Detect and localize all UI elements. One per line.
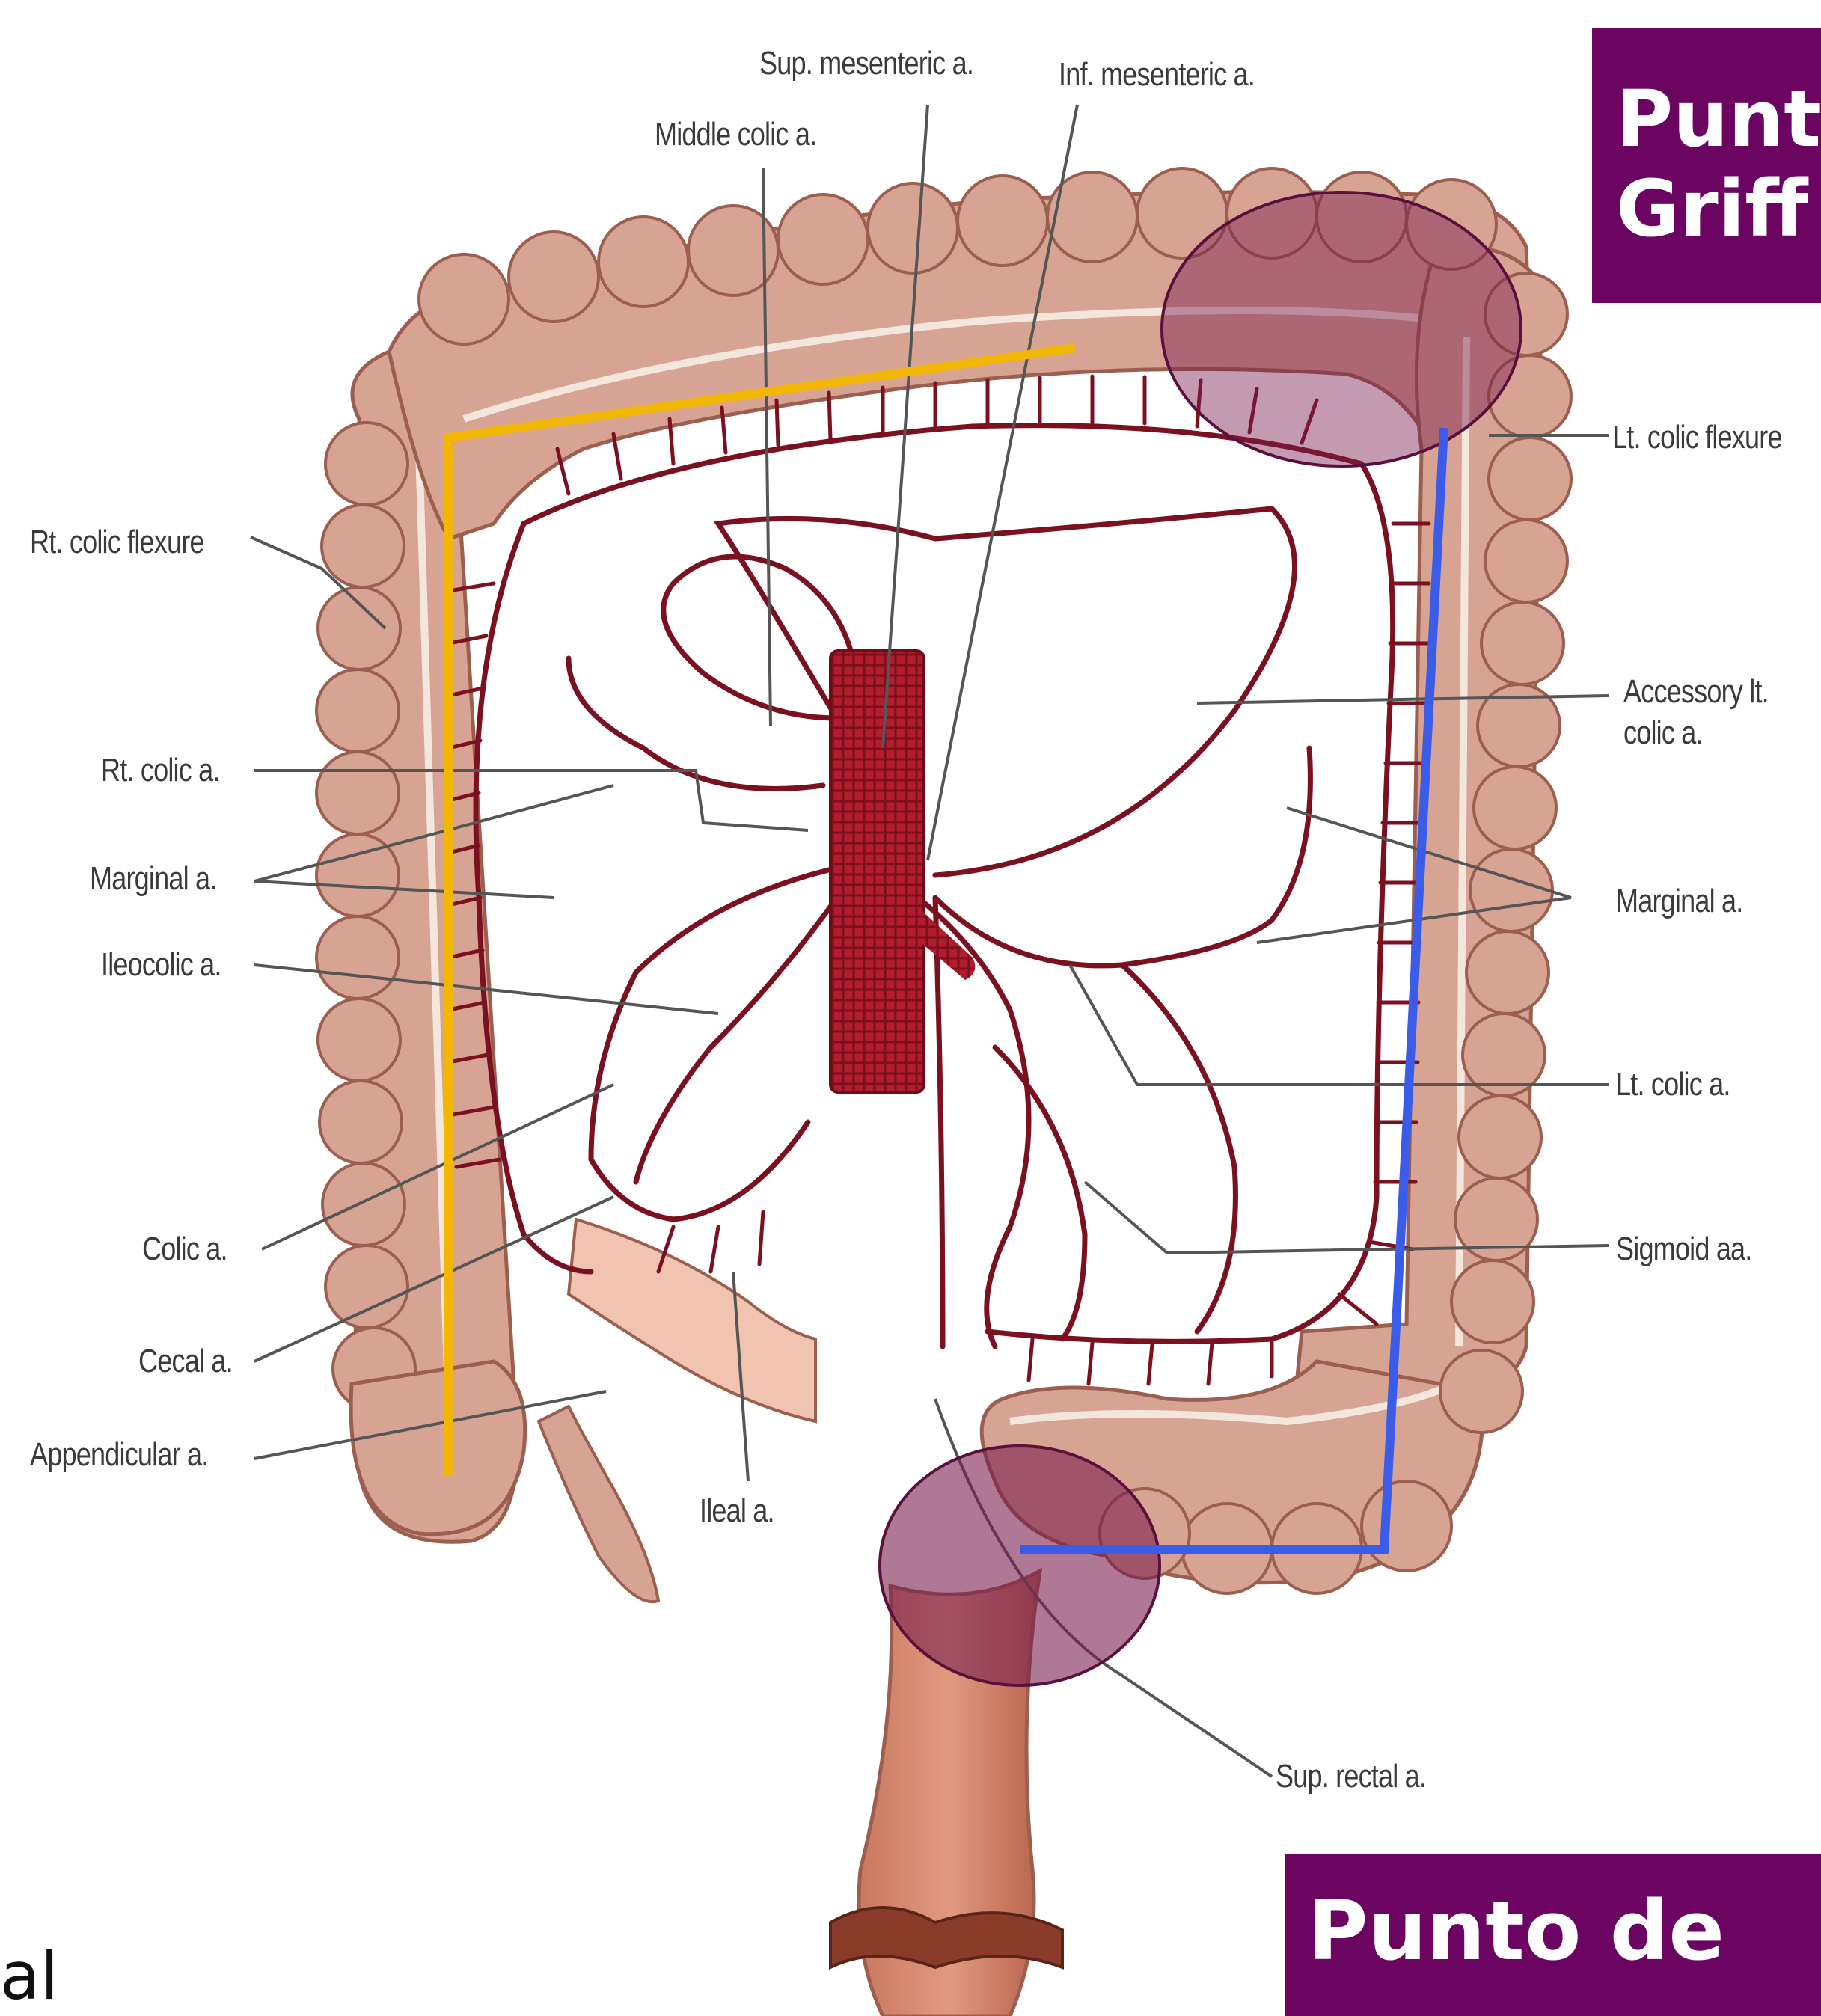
sudeck-point-box: Punto de (1285, 1854, 1821, 2016)
label-cecal: Cecal a. (138, 1343, 233, 1380)
label-accessory-lt-colic-2: colic a. (1623, 714, 1703, 752)
label-rt-colic: Rt. colic a. (101, 752, 220, 789)
label-ileocolic: Ileocolic a. (101, 946, 221, 984)
griffiths-box-line1: Punt (1616, 74, 1821, 164)
label-marginal-left: Marginal a. (90, 860, 216, 898)
label-inf-mesenteric: Inf. mesenteric a. (1059, 56, 1255, 94)
cecum (351, 1361, 525, 1534)
griffiths-point-highlight (1162, 192, 1521, 466)
label-sup-mesenteric: Sup. mesenteric a. (759, 45, 973, 82)
label-rt-colic-flexure: Rt. colic flexure (30, 524, 204, 561)
cropped-text-fragment: al (0, 1937, 58, 2015)
label-lt-colic-flexure: Lt. colic flexure (1612, 419, 1782, 456)
label-ileal: Ileal a. (700, 1492, 774, 1530)
label-sup-rectal: Sup. rectal a. (1276, 1758, 1426, 1795)
label-colic: Colic a. (142, 1231, 227, 1268)
label-appendicular: Appendicular a. (30, 1436, 208, 1474)
appendix (539, 1406, 658, 1602)
label-middle-colic: Middle colic a. (655, 116, 816, 153)
griffiths-box-line2: Griff (1616, 164, 1821, 254)
label-lt-colic: Lt. colic a. (1616, 1066, 1730, 1103)
label-marginal-right: Marginal a. (1616, 883, 1742, 920)
griffiths-point-box: Punt Griff (1592, 28, 1821, 303)
label-accessory-lt-colic-1: Accessory lt. (1623, 673, 1769, 711)
sudeck-box-text: Punto de (1308, 1882, 1821, 1979)
sudeck-point-highlight (880, 1446, 1160, 1685)
label-sigmoid: Sigmoid aa. (1616, 1231, 1752, 1268)
